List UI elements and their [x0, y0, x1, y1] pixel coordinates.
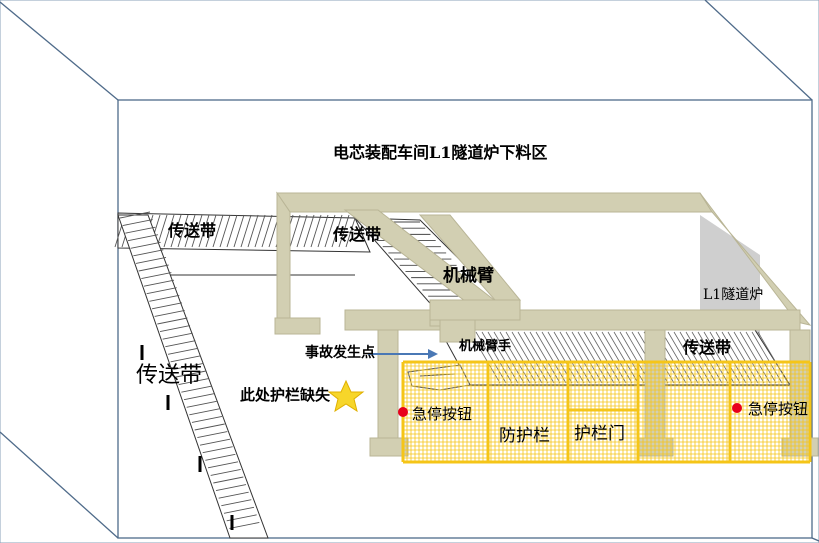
tunnel-furnace-label: L1隧道炉	[703, 287, 764, 303]
conveyor-top-center-label: 传送带	[333, 225, 382, 244]
diagram-title: 电芯装配车间L1隧道炉下料区	[333, 143, 548, 162]
guard-fence-label: 防护栏	[499, 426, 550, 446]
missing-guardrail-label: 此处护栏缺失	[240, 386, 331, 404]
accident-arrow	[368, 349, 438, 359]
conveyor-left	[117, 211, 269, 539]
fence-gate-label: 护栏门	[574, 424, 625, 444]
conveyor-left-label: 传送带	[136, 363, 203, 388]
conveyor-right-label: 传送带	[683, 338, 732, 357]
missing-guardrail-star	[327, 379, 365, 413]
emergency-stop-right-label: 急停按钮	[748, 400, 809, 418]
accident-point-label: 事故发生点	[305, 345, 375, 361]
conveyor-top-left-label: 传送带	[168, 221, 217, 240]
robot-hand-label: 机械臂手	[459, 339, 512, 354]
robot-arm-label: 机械臂	[443, 266, 494, 286]
emergency-stop-left	[398, 407, 408, 417]
emergency-stop-left-label: 急停按钮	[412, 405, 473, 423]
guard-fence	[401, 360, 812, 464]
emergency-stop-right	[732, 403, 742, 413]
